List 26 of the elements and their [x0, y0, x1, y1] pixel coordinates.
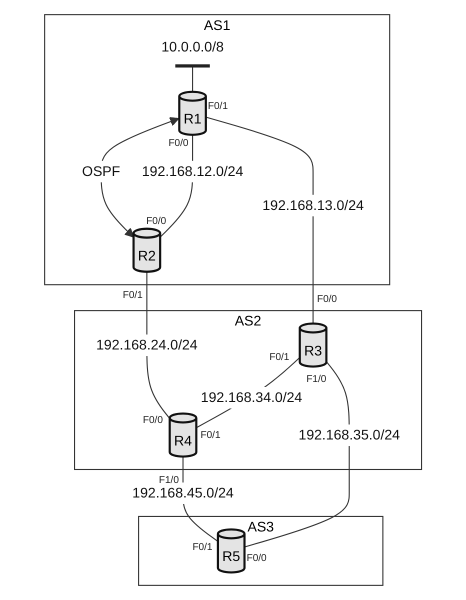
link-line: [206, 116, 314, 324]
edge-label: 192.168.13.0/24: [262, 194, 364, 216]
network-bar: [175, 64, 210, 68]
interface-label: F0/0: [167, 138, 190, 149]
edge-label: 192.168.34.0/24: [200, 386, 302, 408]
router-node: R5: [216, 528, 246, 574]
router-node: R4: [168, 412, 198, 458]
edge-label: 192.168.12.0/24: [142, 160, 244, 182]
edge-label: 192.168.35.0/24: [298, 424, 400, 446]
interface-label: F0/1: [268, 352, 290, 363]
interface-label: F0/1: [122, 290, 144, 301]
router-node: R1: [178, 90, 207, 136]
interface-label: F0/0: [316, 294, 338, 306]
edge-label: 192.168.24.0/24: [96, 334, 198, 356]
edge-label: 192.168.45.0/24: [132, 482, 234, 504]
router-node: R3: [298, 322, 328, 368]
network-address: 10.0.0.0/8: [161, 38, 224, 55]
edge-label: OSPF: [82, 160, 120, 182]
router-node: R2: [132, 228, 162, 273]
interface-label: F0/0: [145, 216, 168, 227]
interface-label: F1/0: [158, 474, 180, 486]
interface-label: F0/1: [200, 430, 222, 442]
interface-label: F1/0: [305, 374, 328, 386]
link-line: [192, 66, 193, 92]
interface-label: F0/1: [191, 542, 214, 554]
link-line: [244, 361, 350, 548]
